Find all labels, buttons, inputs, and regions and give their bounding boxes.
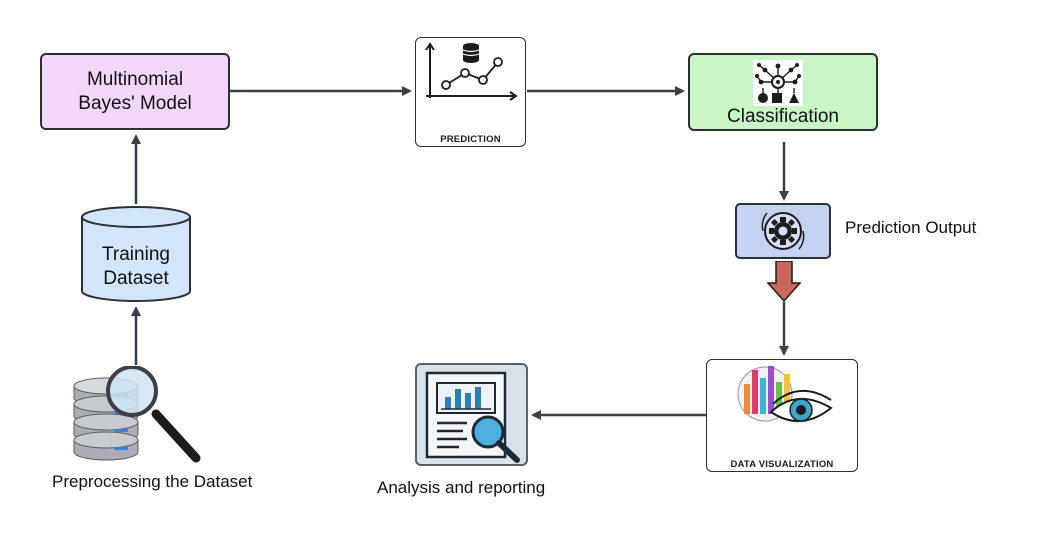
preprocessing-label: Preprocessing the Dataset <box>52 472 253 491</box>
training-label-line1: Training <box>102 244 170 265</box>
network-brain-icon <box>753 60 803 106</box>
model-label-line2: Bayes' Model <box>78 92 192 114</box>
model-node: Multinomial Bayes' Model <box>40 53 230 130</box>
down-arrow-icon <box>767 261 801 303</box>
prediction-output-node <box>735 203 831 259</box>
prediction-caption: PREDICTION <box>440 134 501 145</box>
bar-chart-eye-icon <box>737 366 833 423</box>
prediction-node: PREDICTION <box>415 37 526 147</box>
chart-database-icon <box>425 42 518 101</box>
model-label-line1: Multinomial <box>86 68 184 90</box>
prediction-output-label: Prediction Output <box>845 218 977 237</box>
training-dataset-node <box>81 206 191 302</box>
training-label-line2: Dataset <box>103 268 169 289</box>
data-visualization-caption: DATA VISUALIZATION <box>730 459 834 470</box>
analysis-label: Analysis and reporting <box>377 478 546 497</box>
classification-label: Classification <box>727 106 839 127</box>
data-visualization-node: DATA VISUALIZATION <box>706 359 858 472</box>
gear-icon <box>761 212 805 250</box>
database-magnifier-icon <box>73 366 201 463</box>
report-magnifier-icon <box>425 371 520 463</box>
analysis-node <box>415 363 528 466</box>
